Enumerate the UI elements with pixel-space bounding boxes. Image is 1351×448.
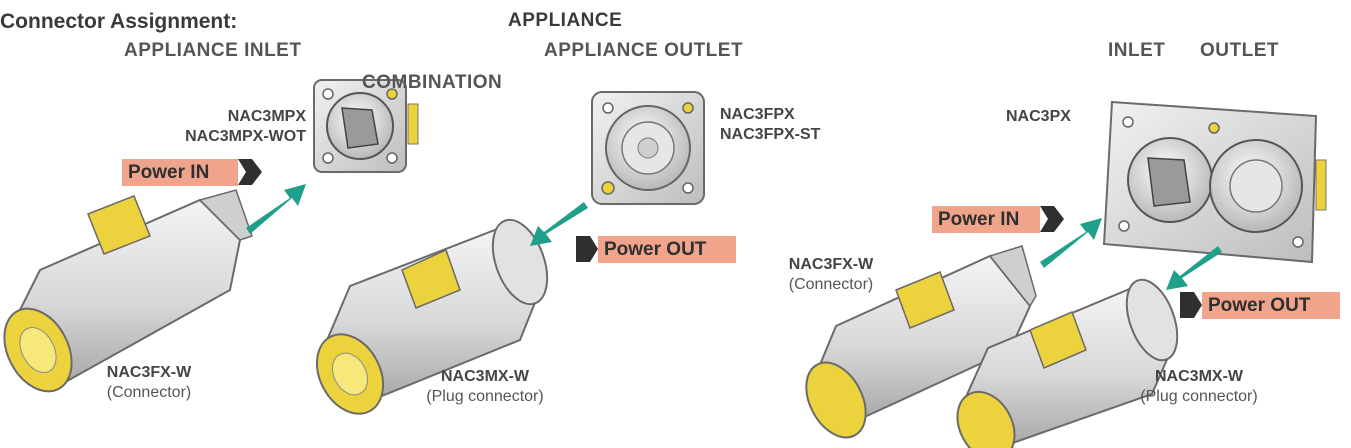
power-out-tag-mid: Power OUT <box>598 236 736 263</box>
power-in-tag-left: Power IN <box>122 159 238 186</box>
power-out-mid-chevron <box>576 236 598 262</box>
label-nac3mpx: NAC3MPX <box>227 108 306 125</box>
header-inlet: INLET <box>1108 40 1166 61</box>
label-nac3fx-w-left: NAC3FX-W <box>106 364 192 381</box>
diagram-title: Connector Assignment: <box>0 10 238 33</box>
nac3px-panel-image <box>1102 100 1327 264</box>
power-in-left-chevron <box>238 159 262 185</box>
label-nac3fx-w-left-sub: (Connector) <box>106 384 192 401</box>
label-nac3mx-w-mid-sub: (Plug connector) <box>426 388 544 405</box>
nac3mx-w-right-image <box>956 278 1179 448</box>
header-appliance: APPLIANCE <box>508 10 623 31</box>
power-out-tag-right: Power OUT <box>1202 292 1340 319</box>
arrow-px-to-mx <box>1166 246 1222 290</box>
label-nac3mx-w-mid: NAC3MX-W <box>441 368 529 385</box>
power-in-right-chevron <box>1040 206 1064 232</box>
nac3fpx-panel-image <box>591 91 705 205</box>
power-in-tag-right: Power IN <box>932 206 1040 233</box>
label-nac3fx-w-right-sub: (Connector) <box>788 276 874 293</box>
nac3fx-w-left-image <box>3 189 253 393</box>
power-out-right-chevron <box>1180 292 1202 318</box>
label-nac3mpx-wot: NAC3MPX-WOT <box>185 128 306 145</box>
header-appliance-inlet: APPLIANCE INLET <box>124 40 302 61</box>
label-nac3mx-w-right: NAC3MX-W <box>1155 368 1243 385</box>
label-nac3fpx: NAC3FPX <box>720 106 795 123</box>
nac3mpx-panel-image <box>313 79 419 173</box>
nac3mx-w-mid-image <box>315 218 549 415</box>
header-outlet: OUTLET <box>1200 40 1279 61</box>
arrow-fx-to-mpx <box>246 184 306 234</box>
label-nac3fpx-st: NAC3FPX-ST <box>720 126 821 143</box>
label-nac3fx-w-right: NAC3FX-W <box>788 256 874 273</box>
nac3fx-w-right-image <box>805 245 1037 439</box>
arrow-fpx-to-mx <box>530 202 588 246</box>
label-nac3mx-w-right-sub: (Plug connector) <box>1140 388 1258 405</box>
header-appliance-outlet: APPLIANCE OUTLET <box>544 40 744 61</box>
arrow-fx-to-px <box>1040 218 1102 268</box>
label-nac3px: NAC3PX <box>1006 108 1071 125</box>
header-combination: COMBINATION <box>362 72 503 93</box>
